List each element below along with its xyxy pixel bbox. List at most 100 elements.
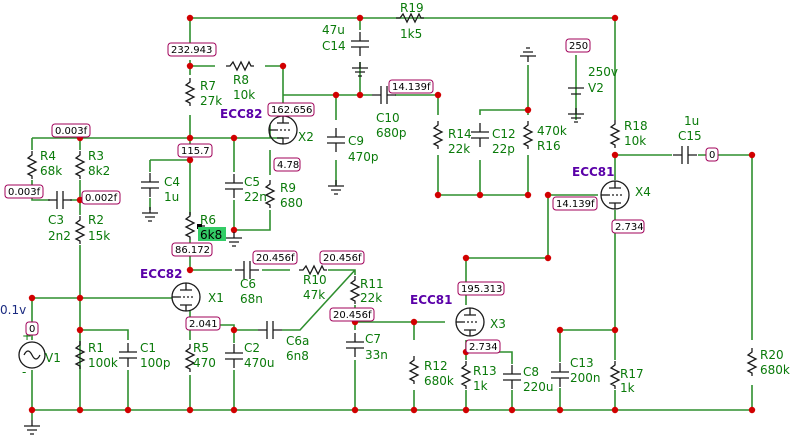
svg-text:2.734: 2.734 bbox=[469, 342, 498, 353]
resistor-r3[interactable] bbox=[75, 150, 85, 180]
probe-195313[interactable]: 195.313 bbox=[457, 281, 505, 296]
r11-name: R11 bbox=[360, 277, 384, 291]
input-level-label: 0.1v bbox=[0, 303, 26, 317]
probe-232943[interactable]: 232.943 bbox=[167, 42, 217, 57]
tube-x1-type: ECC82 bbox=[140, 267, 183, 281]
probe-2041[interactable]: 2.041 bbox=[185, 316, 221, 331]
r1-name: R1 bbox=[88, 341, 104, 355]
probe-2734-x3[interactable]: 2.734 bbox=[465, 339, 501, 354]
c7-name: C7 bbox=[365, 332, 381, 346]
tube-x1[interactable] bbox=[171, 282, 201, 312]
r3-name: R3 bbox=[88, 149, 104, 163]
resistor-r13[interactable] bbox=[461, 360, 471, 390]
probe-input[interactable]: 0 bbox=[25, 321, 39, 336]
resistor-r14[interactable] bbox=[433, 120, 443, 150]
probe-250[interactable]: 250 bbox=[565, 38, 591, 53]
probe-20456-r11[interactable]: 20.456f bbox=[329, 307, 375, 322]
battery-v2[interactable] bbox=[568, 87, 584, 95]
probe-162656[interactable]: 162.656 bbox=[267, 102, 315, 117]
capacitor-c9[interactable] bbox=[326, 127, 346, 153]
r12-name: R12 bbox=[424, 359, 448, 373]
probe-478[interactable]: 4.78 bbox=[273, 157, 301, 172]
capacitor-c15[interactable] bbox=[672, 145, 698, 165]
svg-text:0.002f: 0.002f bbox=[85, 193, 118, 204]
c9-value: 470p bbox=[348, 150, 379, 164]
capacitor-c7[interactable] bbox=[345, 332, 365, 358]
capacitor-c13[interactable] bbox=[550, 362, 570, 388]
capacitor-c6a[interactable] bbox=[257, 320, 283, 340]
resistor-r17[interactable] bbox=[610, 360, 620, 390]
ground-symbol bbox=[519, 47, 537, 63]
resistor-r18[interactable] bbox=[610, 119, 620, 149]
c7-value: 33n bbox=[365, 348, 388, 362]
capacitor-c8[interactable] bbox=[502, 364, 522, 390]
capacitor-c4[interactable] bbox=[140, 172, 160, 198]
signal-source-v1[interactable] bbox=[18, 341, 46, 369]
r20-name: R20 bbox=[760, 348, 784, 362]
r4-value: 68k bbox=[40, 164, 62, 178]
svg-text:0: 0 bbox=[709, 150, 715, 161]
probe-20456-c6[interactable]: 20.456f bbox=[252, 250, 298, 265]
tube-x3-ref: X3 bbox=[490, 317, 506, 331]
r7-value: 27k bbox=[200, 94, 222, 108]
tube-x2-ref: X2 bbox=[298, 130, 314, 144]
r13-value: 1k bbox=[473, 379, 488, 393]
resistor-r9[interactable] bbox=[265, 179, 275, 209]
v2-name: V2 bbox=[588, 81, 604, 95]
capacitor-c1[interactable] bbox=[118, 342, 138, 368]
r18-name: R18 bbox=[624, 119, 648, 133]
r6-wiper-handle[interactable] bbox=[197, 224, 202, 229]
r9-value: 680 bbox=[280, 196, 303, 210]
r8-value: 10k bbox=[233, 88, 255, 102]
capacitor-c2[interactable] bbox=[224, 343, 244, 369]
c12-value: 22p bbox=[492, 142, 515, 156]
resistor-r4[interactable] bbox=[27, 150, 37, 180]
r8-name: R8 bbox=[233, 73, 249, 87]
tube-x3[interactable] bbox=[455, 307, 485, 337]
resistor-r7[interactable] bbox=[185, 77, 195, 107]
probe-1157[interactable]: 115.7 bbox=[177, 143, 213, 158]
tube-x4-type: ECC81 bbox=[572, 165, 615, 179]
probe-86172[interactable]: 86.172 bbox=[171, 242, 213, 257]
v1-minus-sign: - bbox=[22, 365, 26, 379]
svg-text:20.456f: 20.456f bbox=[333, 310, 372, 321]
probe-0003-left[interactable]: 0.003f bbox=[4, 184, 44, 199]
capacitor-c14[interactable] bbox=[350, 31, 370, 57]
r14-name: R14 bbox=[448, 127, 472, 141]
r6-value: 6k8 bbox=[200, 228, 222, 242]
probe-20456-r10[interactable]: 20.456f bbox=[319, 250, 365, 265]
tube-x2[interactable] bbox=[268, 115, 298, 145]
probe-14139-x4[interactable]: 14.139f bbox=[552, 196, 598, 211]
resistor-r2[interactable] bbox=[75, 215, 85, 245]
svg-text:86.172: 86.172 bbox=[175, 245, 210, 256]
resistor-r11[interactable] bbox=[350, 275, 360, 305]
r6-selected-highlight[interactable] bbox=[198, 227, 226, 241]
svg-text:0.003f: 0.003f bbox=[8, 187, 41, 198]
resistor-r6[interactable] bbox=[185, 211, 195, 241]
ground-symbol bbox=[141, 206, 159, 222]
c8-name: C8 bbox=[523, 365, 539, 379]
probe-output[interactable]: 0 bbox=[705, 147, 719, 162]
resistor-r16[interactable] bbox=[523, 120, 533, 150]
c2-name: C2 bbox=[244, 341, 260, 355]
probe-0002[interactable]: 0.002f bbox=[81, 190, 121, 205]
tube-x4[interactable] bbox=[600, 180, 630, 210]
c1-name: C1 bbox=[140, 341, 156, 355]
c3-value: 2n2 bbox=[48, 229, 71, 243]
c10-value: 680p bbox=[376, 126, 407, 140]
capacitor-c12[interactable] bbox=[470, 122, 490, 148]
resistor-r20[interactable] bbox=[747, 347, 757, 377]
capacitor-c3[interactable] bbox=[47, 190, 73, 210]
resistor-r12[interactable] bbox=[409, 355, 419, 385]
probe-0003-top[interactable]: 0.003f bbox=[51, 123, 91, 138]
r4-name: R4 bbox=[40, 149, 56, 163]
probe-2734-x4[interactable]: 2.734 bbox=[611, 219, 645, 234]
c4-value: 1u bbox=[164, 190, 179, 204]
capacitor-c5[interactable] bbox=[224, 173, 244, 199]
resistor-r8[interactable] bbox=[225, 61, 255, 71]
probe-14139-top[interactable]: 14.139f bbox=[388, 79, 434, 94]
r10-value: 47k bbox=[303, 288, 325, 302]
svg-text:2.734: 2.734 bbox=[615, 222, 644, 233]
r7-name: R7 bbox=[200, 79, 216, 93]
